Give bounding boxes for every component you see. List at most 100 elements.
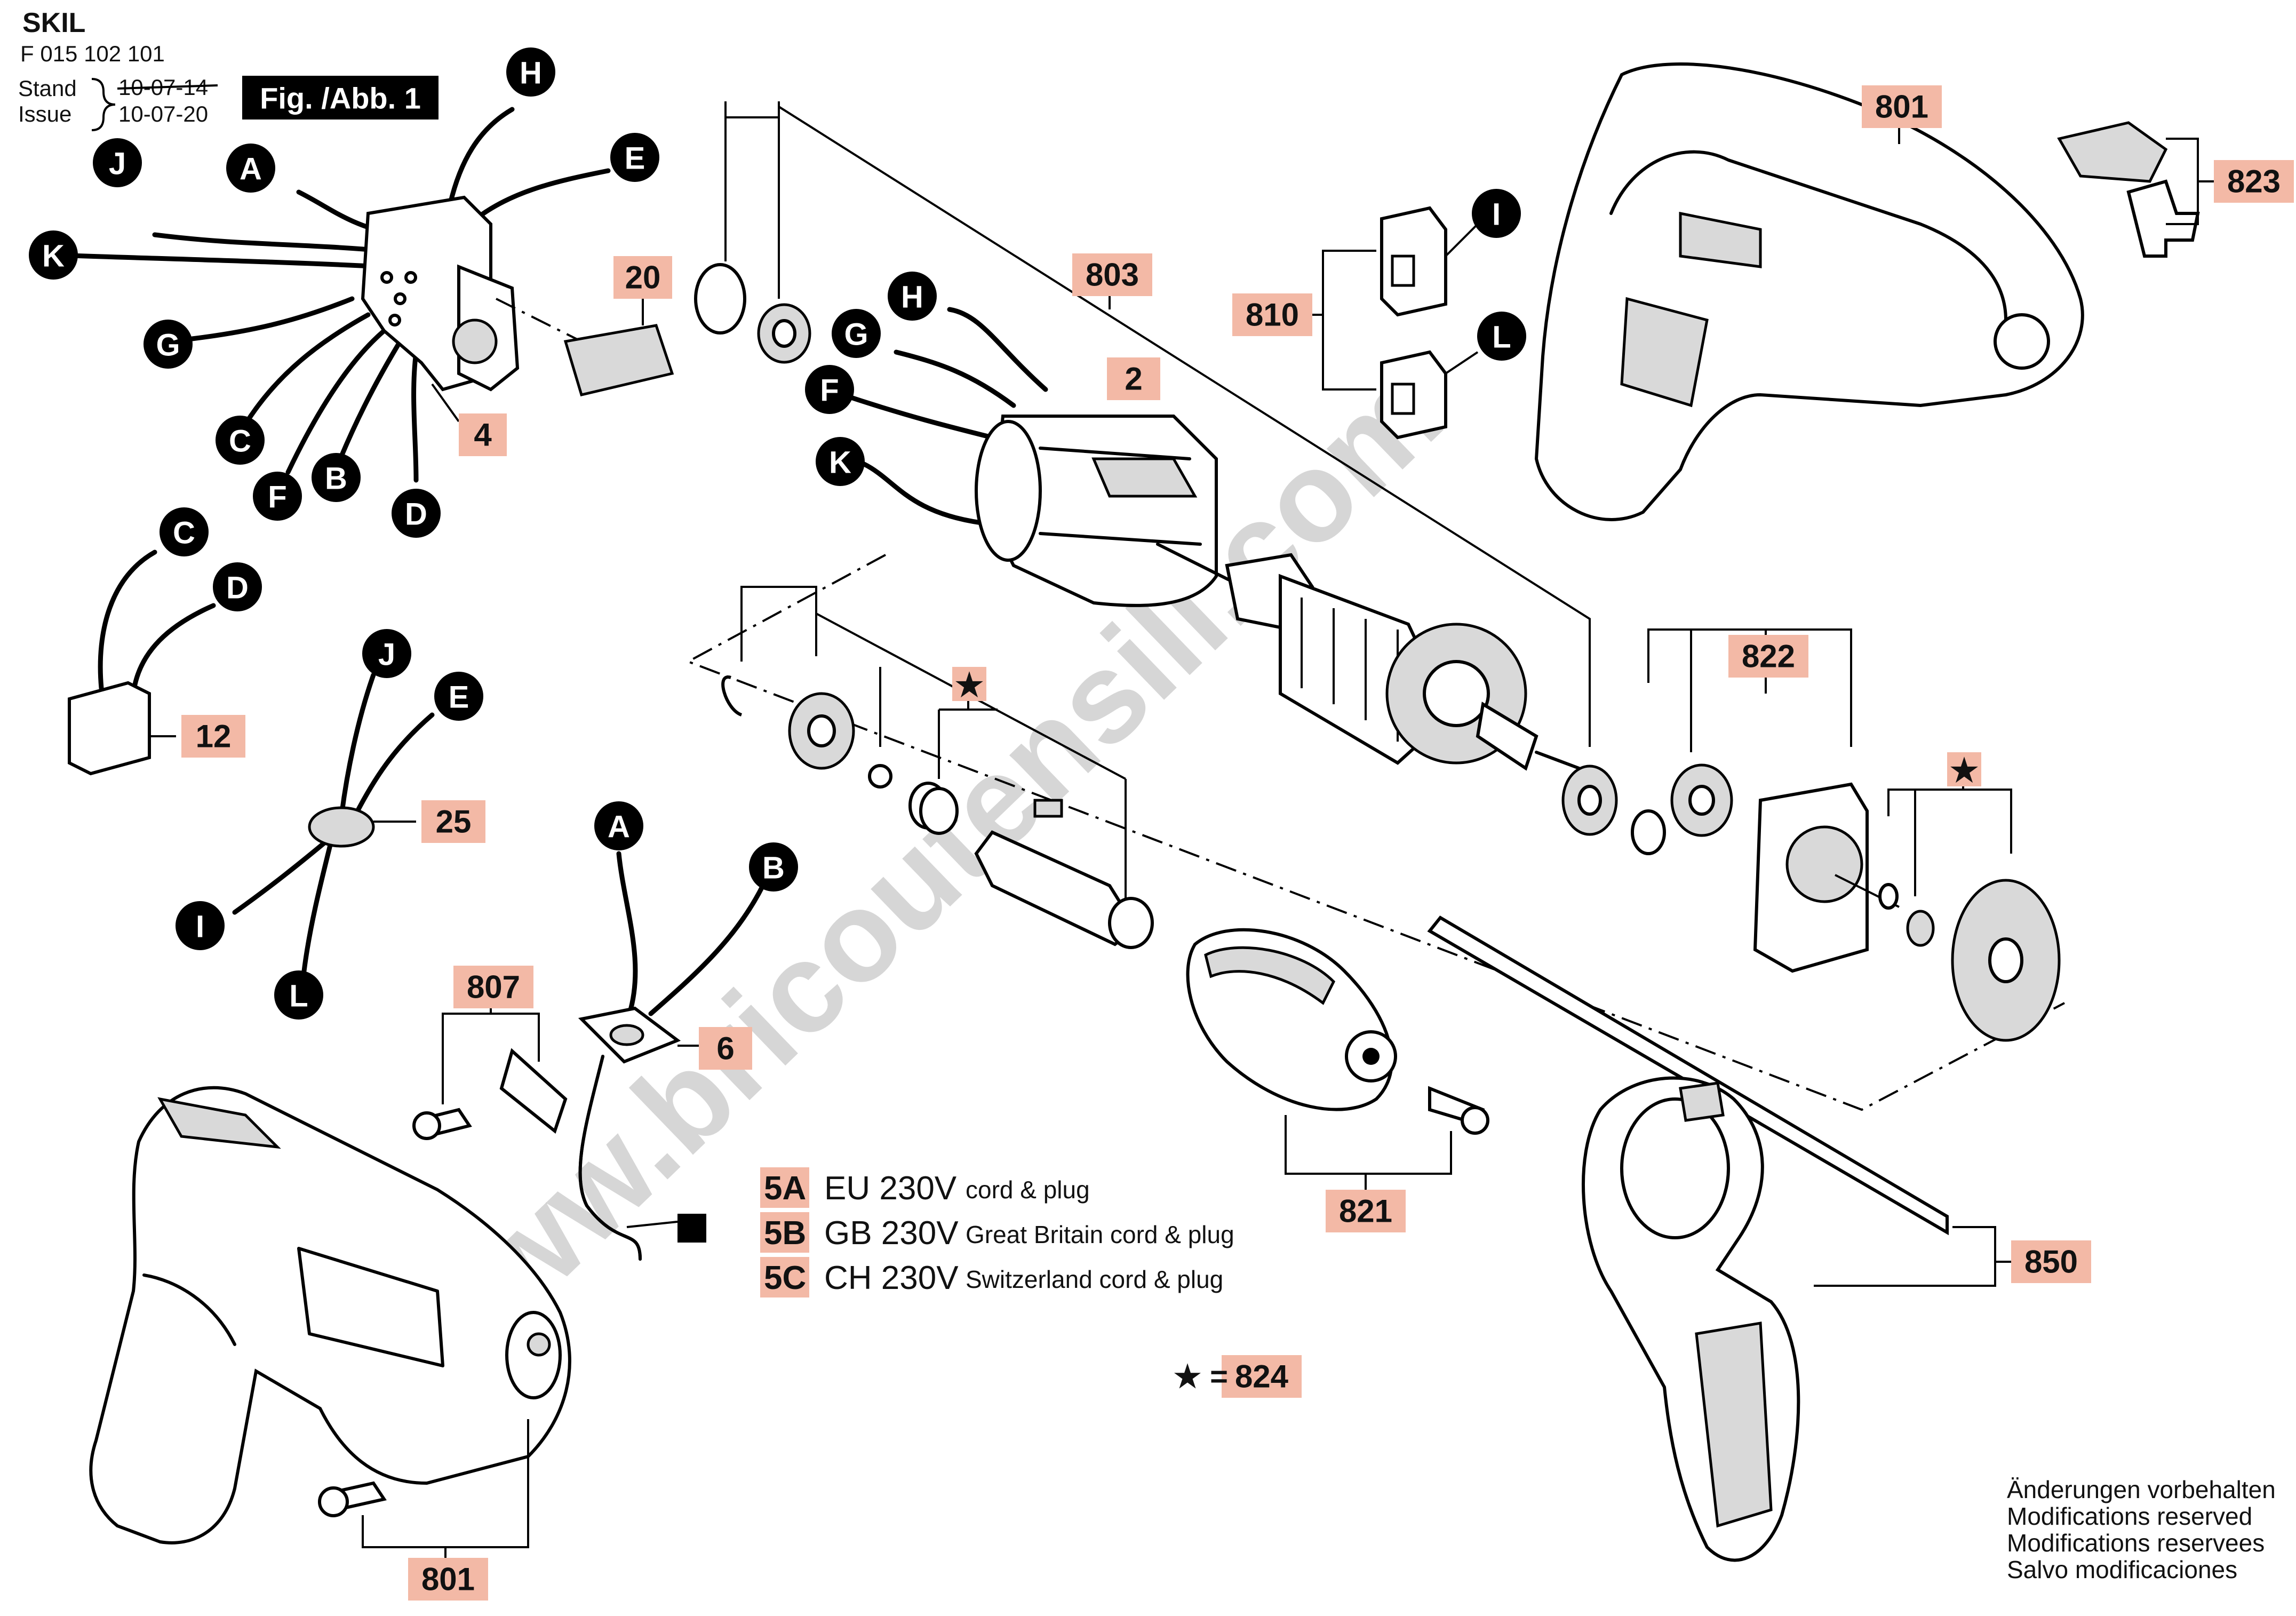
part-label-801-top: 801: [1862, 85, 1942, 128]
wire-i2: [232, 835, 333, 915]
switch-terminal: [404, 271, 417, 284]
housing-half: [1534, 62, 2084, 521]
svg-text:J: J: [109, 147, 126, 181]
armature-shaft-end: [1535, 751, 1581, 770]
svg-text:821: 821: [1339, 1193, 1392, 1229]
note-line-en: Modifications reserved: [2007, 1502, 2252, 1530]
bearing-bore: [772, 319, 796, 348]
legend-code: 5C: [764, 1260, 806, 1296]
issue-label: Issue: [18, 101, 71, 126]
wire-d: [411, 349, 419, 483]
wire-k: [51, 252, 387, 269]
chuck-screw-head: [1461, 1106, 1489, 1135]
screw-head: [412, 1111, 441, 1140]
part-label-850: 850: [2011, 1240, 2091, 1283]
housing-rib: [1609, 150, 2007, 322]
capacitor-assembly: [68, 550, 216, 776]
wire-e: [467, 168, 611, 227]
power-cord-inner: [578, 1055, 642, 1261]
spindle-end: [1108, 897, 1154, 949]
grip-line: [142, 1273, 236, 1346]
aux-handle-850: [1427, 916, 2011, 1562]
gear-washer: [1878, 883, 1899, 910]
wire-b4: [648, 883, 766, 1016]
note-line-es: Salvo modificaciones: [2007, 1556, 2237, 1583]
star-label-gear: ★: [1947, 752, 1981, 789]
commutator: [1476, 702, 1538, 771]
svg-text:F: F: [820, 373, 839, 408]
part-label-823: 823: [2214, 160, 2294, 203]
housing-hole: [527, 1332, 551, 1357]
spindle-shaft: [974, 830, 1139, 946]
bracket-spindle: [740, 586, 817, 656]
housing-panel: [297, 1247, 444, 1367]
housing-pocket: [1679, 211, 1762, 268]
switch-terminal: [388, 314, 401, 327]
legend-desc: cord & plug: [966, 1176, 1090, 1204]
svg-text:F: F: [268, 480, 286, 515]
leader-line: [1445, 223, 1479, 257]
wire-k3: [862, 461, 984, 526]
leader-dash: [496, 298, 582, 343]
legend-desc: Switzerland cord & plug: [966, 1265, 1223, 1293]
svg-text:G: G: [156, 328, 180, 363]
wire-h3: [947, 307, 1048, 392]
chuck-821: [1186, 928, 1489, 1190]
chuck-body: [1186, 928, 1393, 1111]
svg-text:4: 4: [474, 417, 492, 453]
bracket-850: [1814, 1226, 1996, 1287]
cord-assembly: [578, 851, 766, 1261]
stand-label: Stand: [18, 76, 77, 101]
svg-text:J: J: [378, 638, 395, 672]
contact-plate-20: [563, 296, 674, 396]
star-note-prefix: ★ =: [1174, 1359, 1228, 1394]
issue-date: 10-07-20: [118, 101, 208, 126]
note-line-fr: Modifications reservees: [2007, 1529, 2265, 1557]
legend-voltage: EU 230V: [824, 1170, 957, 1207]
fan-hub: [1423, 660, 1490, 727]
steel-ball: [868, 764, 892, 789]
chuck-knurl: [1204, 946, 1336, 1005]
bracket-803-top: [724, 101, 780, 118]
svg-text:★: ★: [955, 667, 984, 703]
svg-text:L: L: [289, 979, 308, 1014]
svg-text:D: D: [405, 497, 427, 532]
svg-text:6: 6: [716, 1031, 734, 1066]
brush-holders-810: [1312, 206, 1479, 440]
svg-text:25: 25: [436, 804, 472, 840]
wire-d2: [131, 603, 216, 696]
bracket-822: [1647, 628, 1852, 747]
svg-text:C: C: [229, 424, 251, 459]
wire-j2: [339, 672, 376, 819]
wire-f: [285, 328, 387, 475]
modifications-note: Änderungen vorbehalten Modifications res…: [2007, 1476, 2276, 1583]
bracket-807: [442, 1013, 540, 1024]
note-line-de: Änderungen vorbehalten: [2007, 1476, 2276, 1503]
gear-set-star: [1878, 779, 2061, 1042]
leader-line: [626, 1221, 678, 1228]
brand-name: SKIL: [22, 7, 85, 38]
svg-text:K: K: [829, 445, 851, 480]
wire-marker-f: F: [253, 472, 302, 521]
wire-marker-j: J: [93, 138, 142, 187]
bearing-ring: [694, 263, 746, 335]
svg-text:850: 850: [2024, 1244, 2078, 1280]
switch-assembly: [51, 107, 611, 483]
svg-text:A: A: [608, 810, 630, 845]
suppressor-assembly: [232, 672, 435, 974]
svg-text:D: D: [226, 571, 249, 606]
svg-text:★: ★: [1950, 753, 1979, 789]
svg-text:2: 2: [1125, 361, 1142, 397]
wire-marker-i5: I: [1472, 189, 1521, 238]
svg-text:823: 823: [2227, 164, 2281, 200]
wire-marker-g3: G: [832, 309, 881, 358]
switch-terminal: [380, 271, 393, 284]
strikethrough-line: [117, 84, 218, 90]
wire-g: [189, 296, 355, 341]
wire-marker-b: B: [312, 453, 361, 502]
handle-grip: [1695, 1322, 1773, 1528]
part-label-6: 6: [699, 1027, 752, 1070]
suppressor-coil: [308, 806, 375, 848]
wire-marker-l2: L: [274, 970, 323, 1020]
wire-marker-e: E: [610, 133, 659, 182]
